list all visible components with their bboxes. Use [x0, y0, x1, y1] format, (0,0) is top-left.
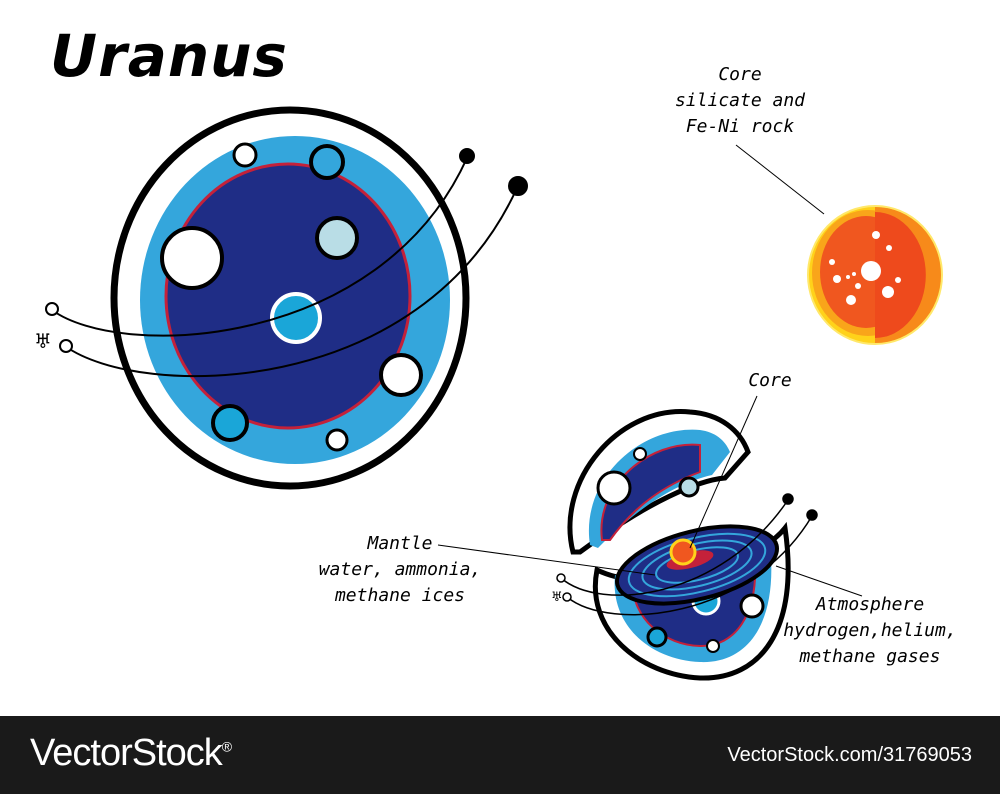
- moon-dot: [160, 226, 224, 290]
- moon-dot: [325, 428, 349, 452]
- svg-text:♅: ♅: [34, 329, 52, 353]
- moon-dot: [315, 216, 359, 260]
- leader-lines: [437, 395, 863, 597]
- big-planet: [110, 106, 470, 490]
- core-label: Core: [748, 370, 792, 391]
- image-id: VectorStock.com/31769053: [727, 744, 972, 766]
- footer-bar: VectorStock® VectorStock.com/31769053: [0, 716, 1000, 794]
- core-sphere: [735, 144, 943, 345]
- moon-dot: [232, 142, 258, 168]
- atmosphere-label: Atmosphere hydrogen,helium, methane gase…: [783, 594, 957, 667]
- uranus-symbol-icon: ♅: [551, 493, 818, 616]
- page-title: Uranus: [50, 22, 288, 90]
- moon-dot: [379, 353, 423, 397]
- moon-dot: [309, 144, 345, 180]
- brand-logo: VectorStock®: [30, 732, 232, 774]
- moon-dot: [211, 404, 249, 442]
- mantle-label: Mantle water, ammonia, methane ices: [318, 533, 482, 606]
- svg-text:♅: ♅: [551, 590, 563, 605]
- uranus-symbol-icon: ♅: [34, 148, 528, 378]
- core-composition-label: Core silicate and Fe-Ni rock: [674, 64, 806, 137]
- cutaway-planet: [567, 409, 791, 681]
- uranus-diagram: ♅: [34, 106, 943, 681]
- diagram-canvas: Uranus ♅: [34, 22, 957, 681]
